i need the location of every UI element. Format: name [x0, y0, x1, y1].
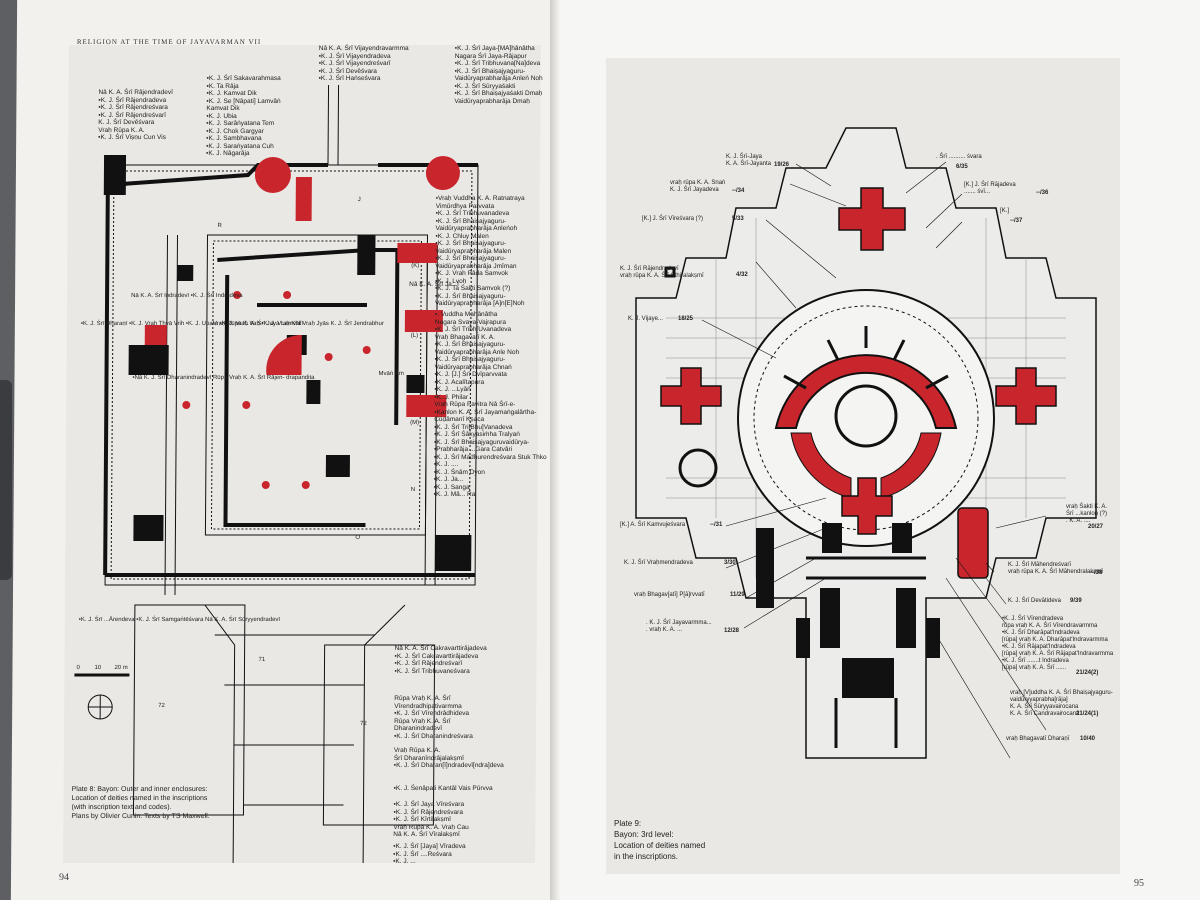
deity-label: •K. J. Śrī Vīrendradeva rūpa vraḥ K. A. …: [1002, 616, 1114, 671]
label-group: Vraḥ Rūpa K. A. Śrī Jaya Lamvāt Vraḥ Jyā…: [212, 321, 384, 327]
deity-code: 18/25: [678, 316, 694, 322]
deity-label: . K. J. Śrī Jayavarmma... . vraḥ K. A. .…: [646, 620, 712, 633]
label-group: Nā K. A. Śrī Rājendradevī •K. J. Śrī Rāj…: [98, 89, 173, 141]
plan-letter: 71: [258, 657, 266, 663]
deity-code: 3/30: [724, 560, 736, 566]
deity-code: 9/39: [1070, 598, 1082, 604]
deity-code: --/34: [732, 188, 745, 194]
deity-label: K. J. Śrī Vraḥmendradeva: [624, 560, 693, 566]
bayon-enclosure-plan: [74, 85, 479, 863]
label-group: •K. J. Śrī Sakavarahmasa •K. Ta Rāja •K.…: [206, 75, 281, 157]
plan-letter: J: [357, 197, 361, 203]
deity-label: K. J. Śrī Devātideva: [1008, 598, 1062, 604]
deity-code: 11/29: [730, 592, 745, 598]
plate-9-caption: Plate 9: Bayon: 3rd level: Location of d…: [614, 819, 706, 861]
label-group: Vraḥ Rūpa K. A. Śrī Dharanīndrājalakṣmī …: [393, 747, 504, 769]
right-page: K. J. Śrī-Jaya K. A. Śrī-Jayanta 19/26 v…: [560, 0, 1200, 900]
deity-code: 19/26: [774, 162, 790, 168]
plan-letter: R: [217, 223, 222, 229]
deity-code: 10/40: [1080, 736, 1096, 742]
deity-code: 21/24(2): [1076, 670, 1099, 676]
label-group: •. Vuddha Mahānātha Nagara Svaya-Vajrapu…: [433, 311, 547, 498]
deity-label: . Śrī .......... śvara: [936, 154, 982, 160]
bayon-third-level-plan: [635, 127, 1097, 759]
deity-label: vraḥ [V]uddha K. A. Śrī Bhaiṣajyaguru- v…: [1010, 690, 1113, 717]
label-group: •K. J. Śrī [Jaya] Vīradeva •K. J. Śrī ..…: [393, 843, 466, 865]
label-group: •K. J. Śrī ...Ārendeva •K. J. Śrī Samgaṅ…: [78, 617, 281, 623]
deity-label: K. J. Śrī Rājendradevī vraḥ rūpa K. A. Ś…: [620, 266, 704, 279]
plan-letter: (L): [410, 333, 419, 339]
scale-label: 10: [94, 665, 102, 671]
deity-code: 21/24(1): [1076, 711, 1099, 717]
plan-letter: (K): [411, 263, 420, 269]
deity-code: 12/28: [724, 628, 740, 634]
deity-label: [K.] J. Śrī Vīreśvara (?): [642, 216, 704, 222]
label-group: Nā K. A. Śrī Cakravarttirājadeva •K. J. …: [394, 645, 487, 675]
label-group: Nā K. A. Śrī Vijayendravarmma •K. J. Śrī…: [318, 45, 409, 82]
deity-label: K. J. Vijaye...: [628, 316, 663, 322]
label-group: Nā K. A. Śrī Indradevī •K. J. Śrī Indrad…: [131, 293, 243, 299]
deity-code: --/38: [1090, 570, 1103, 576]
deity-label: K. J. Śrī-Jaya K. A. Śrī-Jayanta: [726, 154, 772, 167]
label-group: •K. J. Śrī Jaya-[MA]hānātha Nagara Śrī J…: [454, 45, 543, 105]
deity-label: vraḥ Bhagav[atī] P[ā]rvvatī: [634, 592, 705, 598]
plan-letter: 72: [158, 703, 165, 709]
plate-8-caption: Plate 8: Bayon: Outer and inner enclosur…: [71, 786, 210, 820]
label-group: •Vraḥ Vuddha K. A. Ratnatraya Vimūrdhya …: [434, 195, 525, 307]
label-group: •Nā K. J. Śrī Dharanindradevī Rūpa Vraḥ …: [132, 375, 315, 381]
plan-letter: O: [355, 535, 361, 541]
deity-label: vraḥ rūpa K. A. Snaṅ K. J. Śrī Jayadeva: [670, 180, 726, 193]
deity-code: 20/27: [1088, 524, 1104, 530]
thumb-shadow: [0, 380, 12, 580]
deity-label: vraḥ Śakti K. A. Śrī ...kanlon (?) . K. …: [1066, 504, 1108, 524]
deity-label: [K.] A. Śrī Kamvujeśvara: [620, 522, 686, 528]
deity-code: 6/35: [956, 164, 968, 170]
page-number-right: 95: [1134, 878, 1144, 889]
label-group: Rūpa Vraḥ K. A. Śrī Vīrendradhipativarmm…: [393, 695, 473, 740]
deity-code: --/36: [1036, 190, 1049, 196]
deity-code: 5/33: [732, 216, 744, 222]
plan-letter: N: [410, 487, 416, 493]
label-group: Nā K. A. Śrī Ja...l: [409, 281, 459, 288]
scale-label: 20 m: [114, 665, 128, 671]
deity-label: K. J. Śrī Māhendreśvarī vraḥ rūpa K. A. …: [1008, 562, 1104, 575]
deity-code: --/37: [1010, 218, 1023, 224]
plan-letter: 72: [360, 721, 367, 727]
left-page: RELIGION AT THE TIME OF JAYAVARMAN VII: [10, 0, 558, 900]
label-group: •K. J. Śenāpati Kantāl Vais Pūrvva: [393, 785, 493, 792]
deity-code: --/31: [710, 522, 723, 528]
scale-label: 0: [76, 665, 80, 671]
deity-code: 4/32: [736, 272, 748, 278]
deity-label: vraḥ Bhagavatī Dharaṇī: [1006, 736, 1070, 742]
plate-9-third-level: K. J. Śrī-Jaya K. A. Śrī-Jayanta 19/26 v…: [606, 58, 1120, 874]
deity-label: [K.] J. Śrī Rājadeva ....... śvī...: [964, 182, 1016, 195]
page-number-left: 94: [58, 872, 70, 883]
plan-letter: (M): [410, 420, 420, 426]
plate-8-outer-inner-enclosures: Nā K. A. Śrī Vijayendravarmma •K. J. Śrī…: [63, 45, 547, 865]
deity-label: [K.]: [1000, 208, 1010, 214]
label-group: •K. J. Śrī Jaya Vīreśvara •K. J. Śrī Rāj…: [393, 801, 469, 838]
label-group: Mvāṅ Ām: [378, 371, 404, 377]
